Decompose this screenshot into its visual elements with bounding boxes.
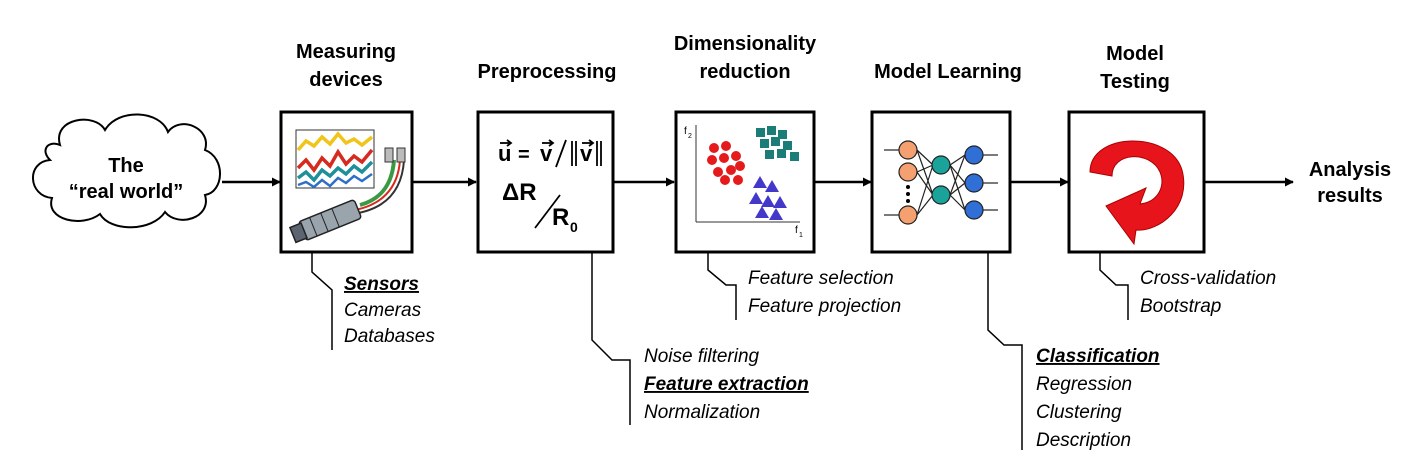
- cloud-line-1: The: [108, 155, 144, 177]
- measuring-callout-line: [311, 252, 333, 350]
- results-line-1: Analysis: [1309, 159, 1391, 181]
- stage-title-measuring-2: devices: [309, 69, 382, 91]
- learning-callout-line: [987, 252, 1023, 450]
- measuring-detail-sensors: Sensors: [344, 274, 419, 295]
- stage-title-measuring-1: Measuring: [296, 41, 396, 63]
- blue-cluster: [749, 176, 787, 220]
- formula-r-base: R: [552, 204, 569, 231]
- teal-cluster: [756, 126, 799, 161]
- results-line-2: results: [1317, 185, 1383, 207]
- reduction-box: [674, 110, 816, 254]
- analysis-results-label: Analysis results: [1309, 159, 1391, 207]
- vector-formula-icon: u = v v ΔR R 0: [498, 139, 602, 235]
- learning-detail-regression: Regression: [1036, 374, 1132, 395]
- stage-title-testing-1: Model: [1106, 43, 1164, 65]
- circular-arrow-icon: [1089, 140, 1185, 246]
- testing-detail-bootstrap: Bootstrap: [1140, 296, 1221, 317]
- axis-x-label: f: [795, 225, 798, 236]
- stage-title-learning: Model Learning: [874, 61, 1022, 83]
- preprocessing-callout-line: [591, 252, 631, 425]
- preprocessing-box: [476, 110, 615, 254]
- preprocessing-detail-noise: Noise filtering: [644, 346, 760, 367]
- reduction-detail-projection: Feature projection: [748, 296, 901, 317]
- stage-measuring-devices: Measuring devices Sensors Cameras D: [279, 41, 435, 350]
- learning-detail-description: Description: [1036, 430, 1131, 451]
- learning-detail-clustering: Clustering: [1036, 402, 1122, 423]
- stage-preprocessing: Preprocessing u = v v ΔR R 0 Noise filte…: [476, 61, 809, 425]
- axis-x-subscript: 1: [799, 232, 803, 239]
- stage-model-learning: Model Learning Classifi: [870, 61, 1160, 451]
- stage-model-testing: Model Testing Cross-validation Bootstrap: [1067, 43, 1276, 320]
- stage-dimensionality-reduction: Dimensionality reduction f 2 f 1: [674, 33, 901, 320]
- preprocessing-detail-feature-extraction: Feature extraction: [644, 374, 809, 395]
- formula-r-subscript: 0: [570, 219, 578, 235]
- reduction-detail-selection: Feature selection: [748, 268, 894, 289]
- stage-title-reduction-2: reduction: [699, 61, 790, 83]
- testing-callout-line: [1099, 252, 1129, 320]
- sensor-chart-icon: [288, 129, 406, 244]
- testing-detail-cross-validation: Cross-validation: [1140, 268, 1276, 289]
- learning-box: [870, 110, 1012, 254]
- measuring-detail-cameras: Cameras: [344, 300, 422, 321]
- stage-title-testing-2: Testing: [1100, 71, 1170, 93]
- formula-equals: =: [518, 144, 530, 166]
- formula-vector: v: [540, 141, 553, 166]
- formula-unit-vector: u: [498, 141, 511, 166]
- preprocessing-detail-normalization: Normalization: [644, 402, 760, 423]
- real-world-cloud: The “real world”: [32, 113, 221, 229]
- stage-title-reduction-1: Dimensionality: [674, 33, 817, 55]
- cloud-shape: [32, 113, 221, 229]
- formula-delta-r: ΔR: [502, 179, 537, 206]
- learning-detail-classification: Classification: [1036, 346, 1160, 367]
- cloud-line-2: “real world”: [69, 181, 183, 203]
- measuring-detail-databases: Databases: [344, 326, 435, 347]
- reduction-callout-line: [707, 252, 737, 320]
- axis-y-label: f: [684, 126, 687, 137]
- axis-y-subscript: 2: [688, 133, 692, 140]
- red-cluster: [707, 141, 745, 185]
- neural-network-icon: [884, 140, 998, 225]
- scatter-clusters-icon: f 2 f 1: [684, 125, 803, 239]
- formula-norm-vector: v: [580, 141, 593, 166]
- stage-title-preprocessing: Preprocessing: [478, 61, 617, 83]
